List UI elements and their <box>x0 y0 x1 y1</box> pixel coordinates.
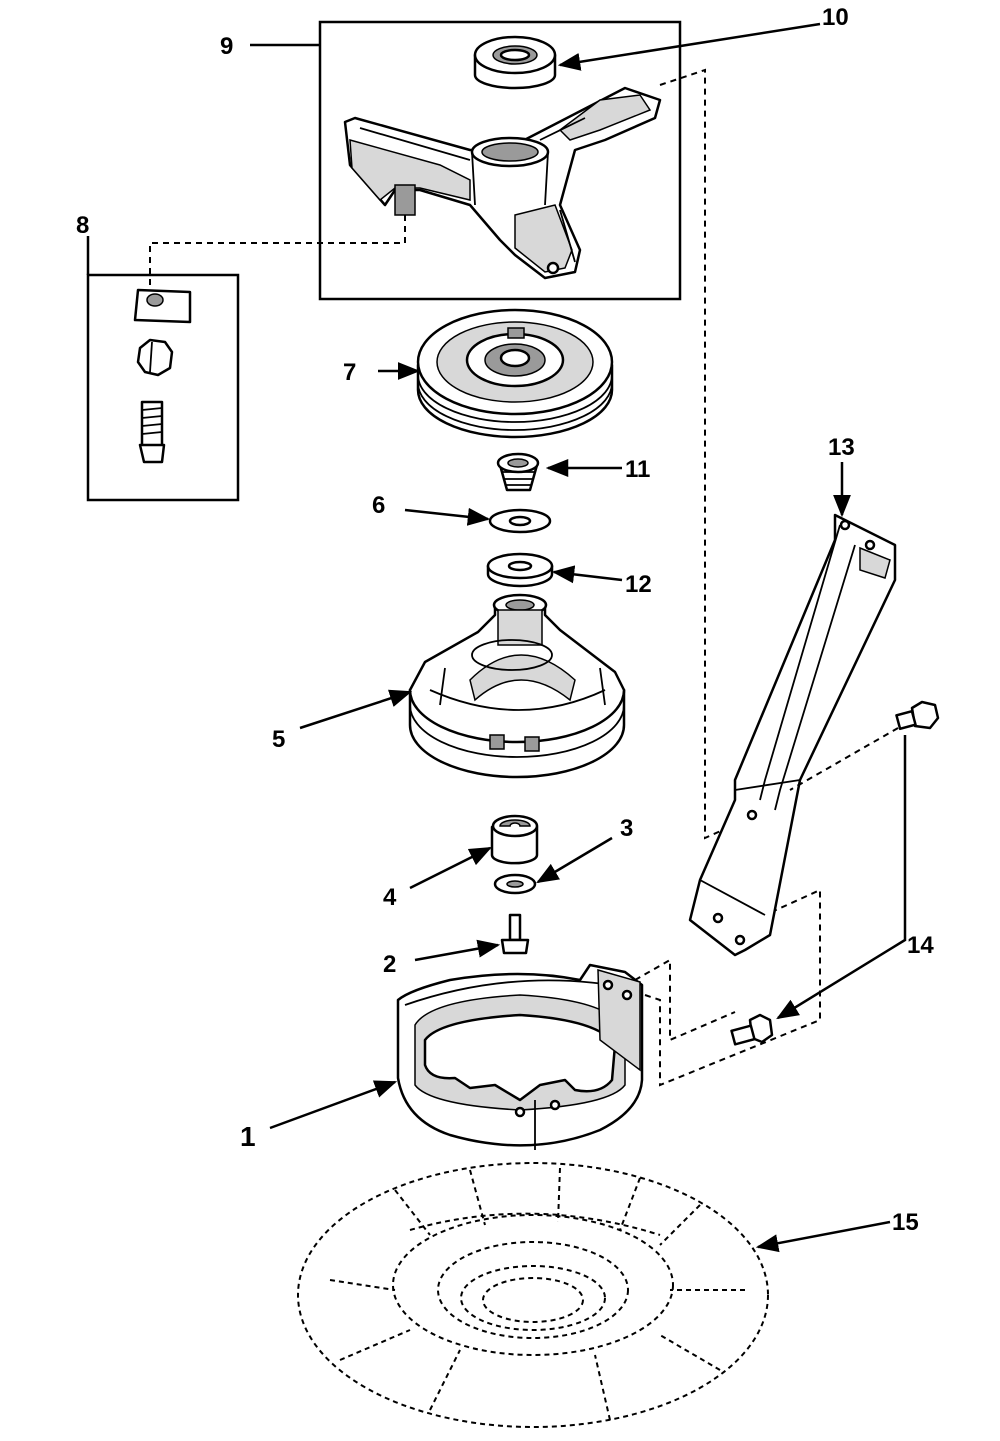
callout-12: 12 <box>625 571 652 598</box>
callout-9: 9 <box>220 33 233 60</box>
hub-part <box>408 593 626 779</box>
callout-7: 7 <box>343 359 356 386</box>
callout-3: 3 <box>620 815 633 842</box>
bolt-part <box>138 400 166 464</box>
callout-2-arrow <box>414 939 501 962</box>
callout-5-arrow <box>299 689 413 730</box>
bolt-14-lower-part <box>730 1013 774 1046</box>
callout-1-arrow <box>269 1080 398 1130</box>
bracket-part <box>688 513 897 957</box>
callout-4-arrow <box>409 846 493 890</box>
callout-6: 6 <box>372 492 385 519</box>
callout-4: 4 <box>383 884 397 911</box>
callout-15-arrow <box>755 1220 891 1253</box>
washer-6-part <box>488 508 552 534</box>
callout-2: 2 <box>383 951 396 978</box>
part-8-group: 8 <box>76 212 240 502</box>
pulley-part <box>416 308 614 439</box>
bolt-14-upper-part <box>895 700 940 731</box>
shield-part <box>396 963 644 1150</box>
dashed-link-1-13 <box>644 888 821 1087</box>
callout-10-arrow <box>557 22 821 71</box>
callout-1: 1 <box>240 1121 256 1152</box>
hex-nut-part <box>136 338 174 377</box>
dashed-link-1-14 <box>634 958 736 1042</box>
callout-6-arrow <box>404 507 491 526</box>
spider-part <box>343 86 662 280</box>
bearing-part <box>473 35 557 90</box>
part-8-box <box>86 273 240 502</box>
washer-12-part <box>486 552 554 588</box>
dashed-link-9-8 <box>149 215 406 290</box>
dashed-link-14-13 <box>789 727 899 791</box>
callout-13: 13 <box>828 434 855 461</box>
dashed-link-9-13 <box>659 68 746 840</box>
screw-part <box>500 913 530 955</box>
part-9-box <box>318 20 682 301</box>
callout-14: 14 <box>907 932 934 959</box>
callout-5: 5 <box>272 726 285 753</box>
callout-10: 10 <box>822 4 849 31</box>
callout-11: 11 <box>625 456 650 483</box>
washer-3-part <box>493 873 537 895</box>
callout-14-arrow <box>776 735 907 1020</box>
coupling-part <box>490 814 539 865</box>
clip-nut-part <box>133 288 192 324</box>
callout-8: 8 <box>76 212 89 239</box>
seal-part <box>496 452 540 492</box>
callout-3-arrow <box>536 836 613 884</box>
tub-base-part <box>297 1162 769 1428</box>
callout-15: 15 <box>892 1209 919 1236</box>
callout-12-arrow <box>551 565 623 584</box>
